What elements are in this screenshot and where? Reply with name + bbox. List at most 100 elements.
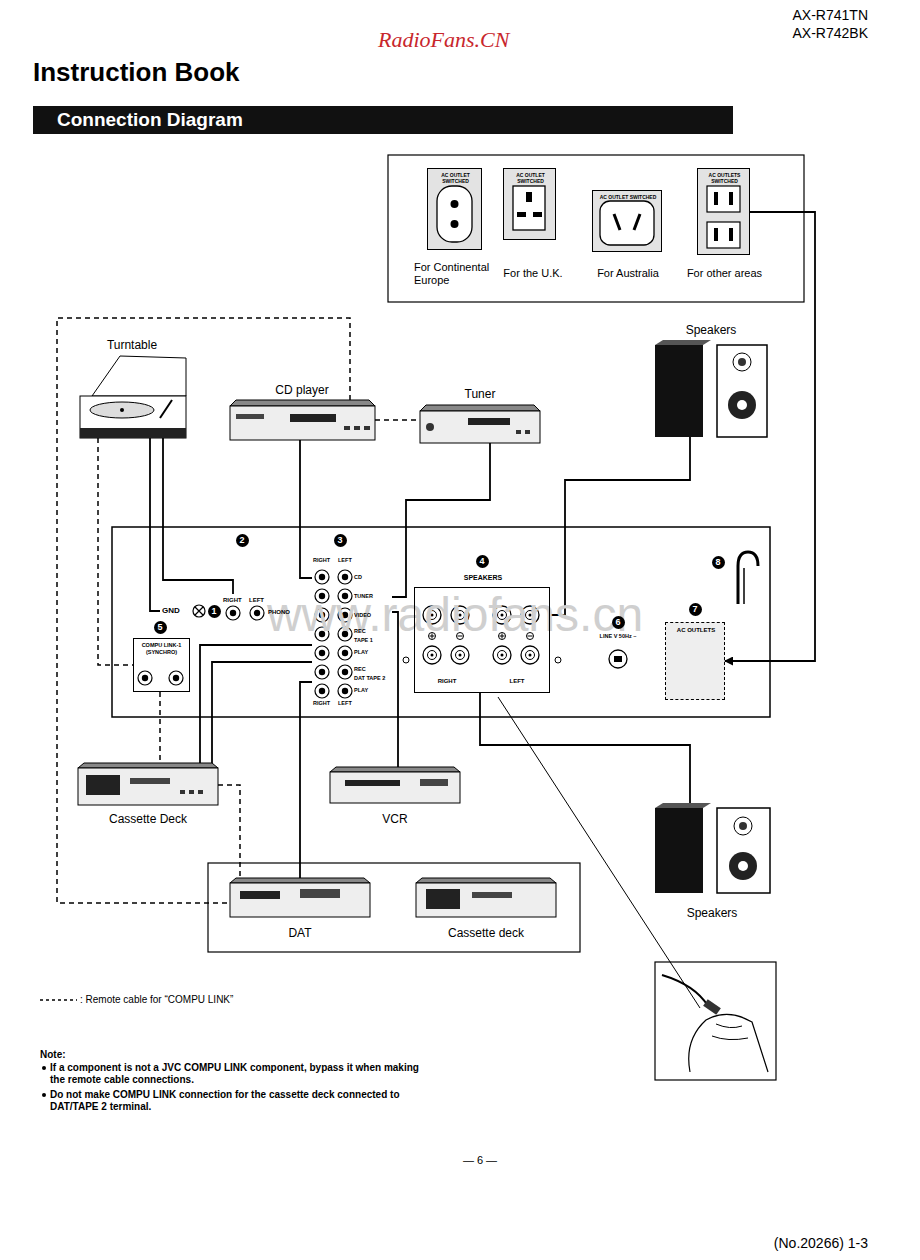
outlet-other-drawing [729,192,733,205]
signal-cable [300,682,312,878]
gnd-terminal: GND [160,603,190,619]
input-jacks-text: TAPE 1 [354,637,373,644]
cassette-deck-drawing [180,790,185,794]
input-jacks-text: LEFT [338,557,352,564]
input-jacks-text: REC [354,666,366,673]
outlet-other-drawing [714,192,718,205]
gnd-terminal [193,605,205,617]
outlet-other-text: For other areas [687,267,762,280]
page-number: — 6 — [463,1154,497,1167]
power-inlet: LINE V 50Hz ~ [596,632,640,674]
turntable-drawing [80,356,186,438]
speakers-bottom-drawing [655,803,770,893]
speakers-bottom-drawing [734,817,752,835]
vcr-text: VCR [382,812,407,826]
speaker-terminals-text: SPEAKERS [464,574,503,582]
jacks [338,570,352,584]
outlet-other-drawing [707,186,740,212]
remote-cable [218,785,240,878]
outlet-other-text: AC OUTLETS SWITCHED [700,172,750,184]
speakers-text: Speakers [686,323,737,337]
hand-inset [712,1024,748,1040]
cassette-deck-drawing [130,778,170,784]
note-bullets [42,1066,46,1070]
legend-sample [40,1000,77,1001]
speakers-top-drawing [655,340,767,437]
phono-input-text: PHONO [268,609,290,616]
turntable-drawing [92,356,186,396]
callout-number: 3 [334,534,347,547]
cd-player: CD player [230,400,375,440]
jacks [315,684,329,698]
signal-cable [725,212,815,661]
turntable-text: Turntable [107,338,157,352]
outlet-uk-drawing [503,168,556,240]
jacks [315,665,329,679]
cassette-deck-drawing [78,763,218,768]
callout-number: 6 [612,616,625,629]
rear-panel [665,622,725,700]
turntable-drawing [160,400,172,418]
input-jacks-text: RIGHT [313,557,330,564]
note-bullets [42,1066,46,1097]
outlet-europe-drawing [427,168,482,250]
outlet-australia-drawing [592,190,662,252]
cassette-deck-drawing [198,790,203,794]
speakers-2-text: Speakers [687,906,738,920]
outlet-uk: AC OUTLET SWITCHEDFor the U.K. [503,168,556,240]
hand-inset [655,962,776,1080]
outlet-uk-drawing [513,186,545,230]
turntable-drawing [80,428,186,438]
cd-player-drawing [236,414,264,419]
legend-sample [40,999,77,1001]
jacks [315,570,329,584]
speaker-terminals [423,646,441,664]
gnd-terminal [193,605,205,617]
outlet-australia-text: For Australia [597,267,659,280]
tuner-drawing [420,405,540,411]
cassette-deck-2-text: Cassette deck [448,926,524,940]
tuner-drawing [468,418,510,425]
hand-inset [498,697,776,1080]
cassette-deck-2-drawing [426,889,460,909]
outlet-other: AC OUTLETS SWITCHEDFor other areas [697,168,750,255]
turntable: Turntable [78,355,186,438]
phono-input-text: RIGHT [223,597,242,604]
outlet-uk-drawing [503,168,556,240]
signal-cable [200,645,312,763]
input-jacks-text: REC [354,628,366,635]
input-jacks-text: VIDEO [354,612,371,619]
speakers-top-drawing [738,358,746,366]
outlet-frame [388,155,804,302]
outlet-australia-drawing [600,201,654,245]
power-socket [614,656,622,662]
model-number: AX-R741TN [793,7,868,24]
callout-number: 7 [689,603,702,616]
signal-cable [480,693,690,803]
tuner: Tuner [420,405,540,443]
cd-player-drawing [354,426,360,430]
hand-inset [703,999,721,1015]
input-jacks-text: CD [354,574,362,581]
speakers-bottom-drawing [729,852,757,880]
dat-drawing [300,889,340,898]
speaker-terminals [521,646,539,664]
callout-number: 5 [154,621,167,634]
tape-deck-frame [208,863,580,952]
tuner-drawing [516,430,521,434]
input-jacks-text: RIGHT [313,700,330,707]
input-jacks-text: PLAY [354,649,368,656]
cassette-deck-2: Cassette deck [416,878,556,917]
vcr-drawing [345,780,400,786]
power-inlet-text: LINE V 50Hz ~ [600,633,637,640]
tuner-drawing [426,423,434,431]
outlet-europe-drawing [437,186,472,242]
jacks [338,665,352,679]
hand-inset [662,975,708,1006]
outlet-other-drawing [729,228,733,241]
jacks [338,684,352,698]
speaker-terminals [451,646,469,664]
cassette-deck-2-drawing [416,883,556,917]
note-text: Do not make COMPU LINK connection for th… [50,1089,420,1113]
